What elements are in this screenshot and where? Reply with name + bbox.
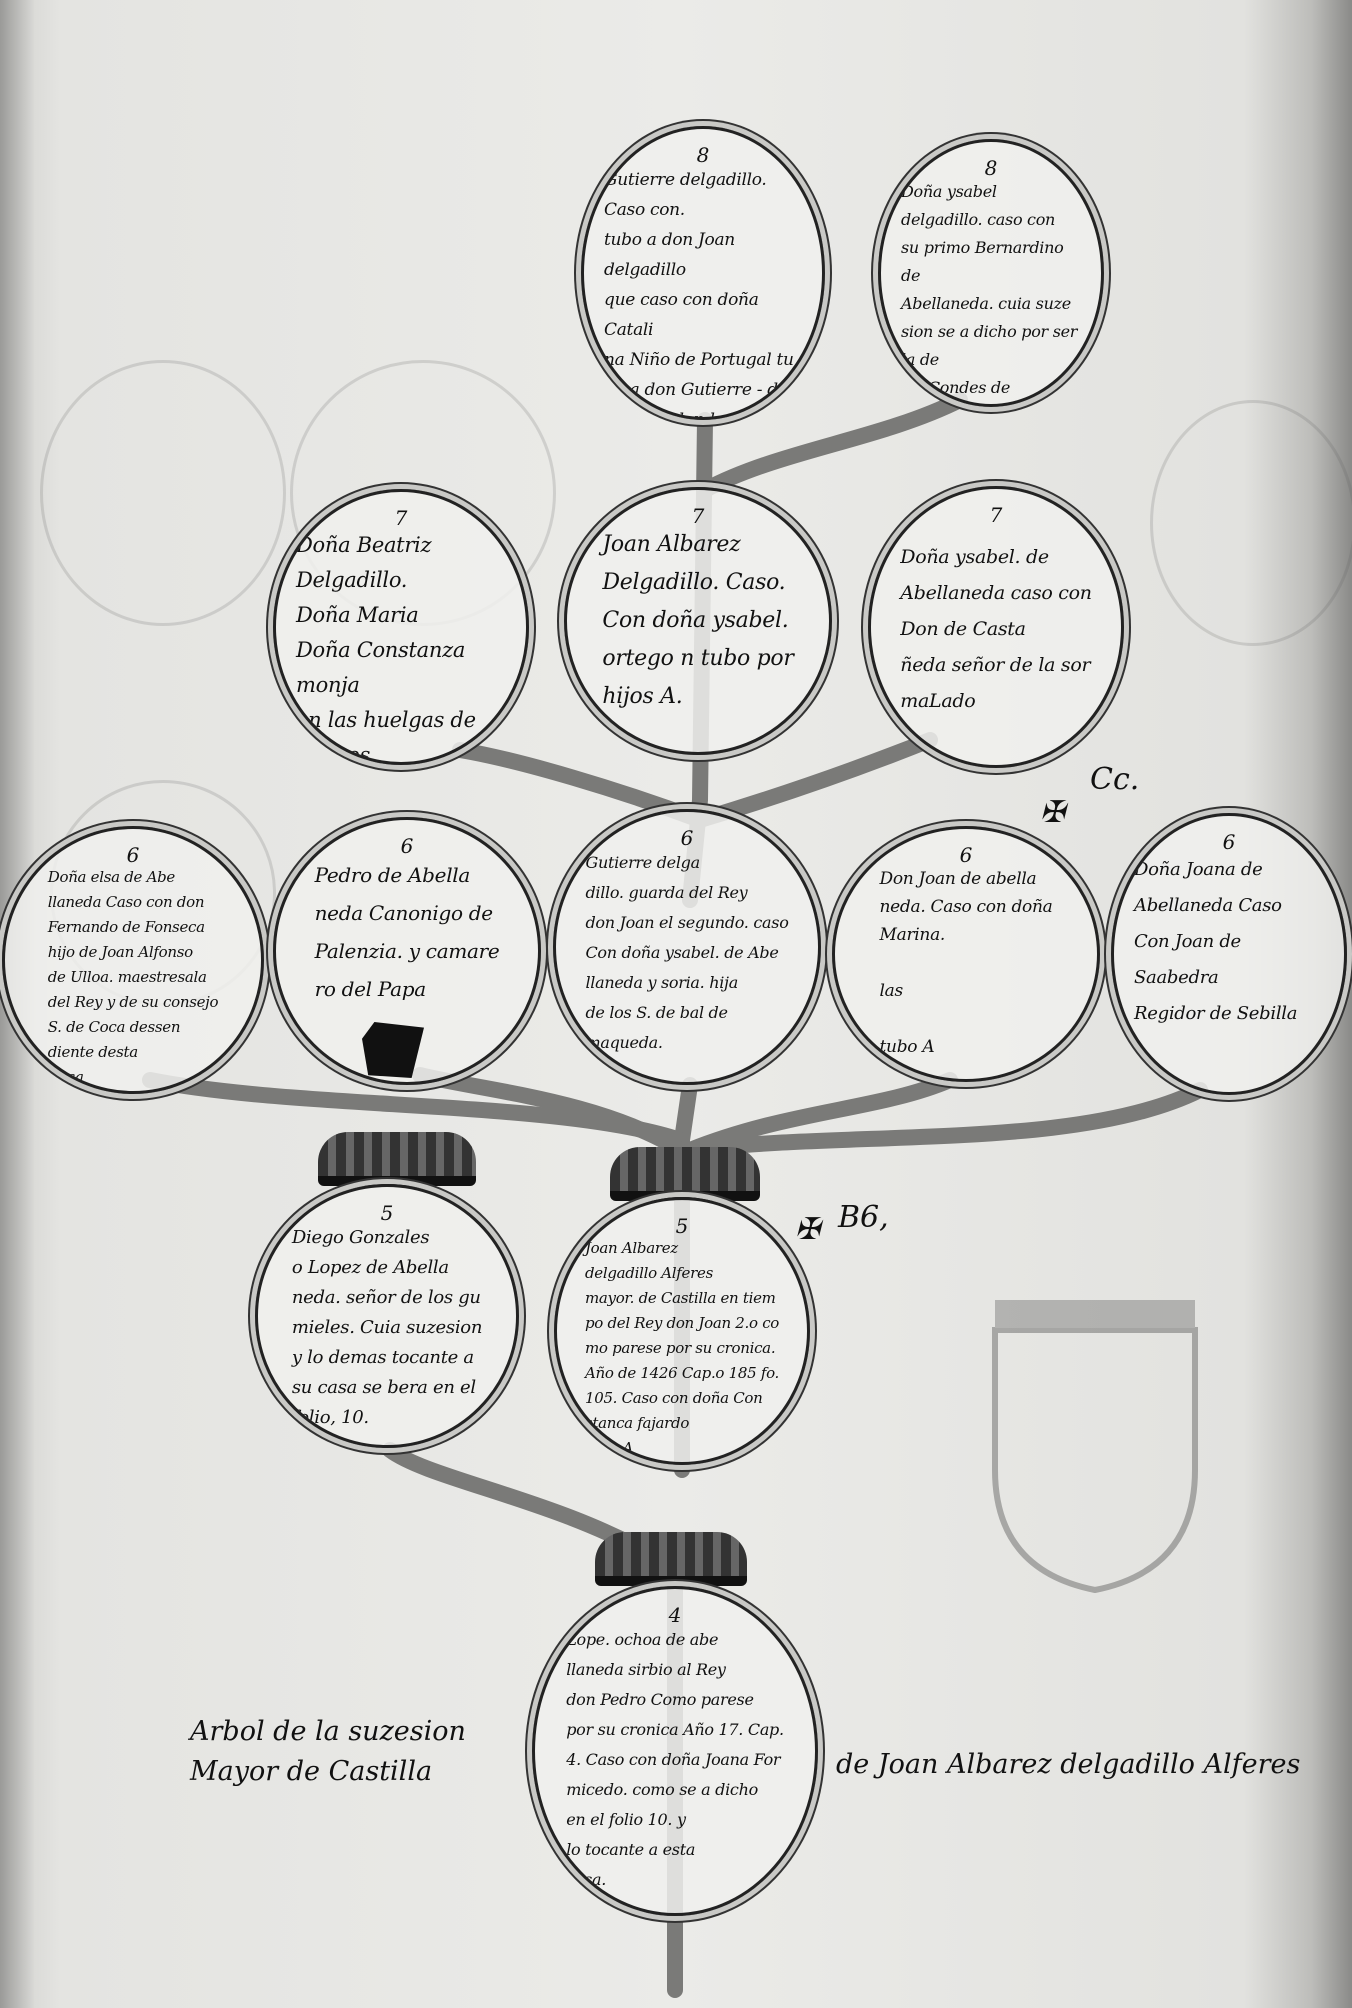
tree-title-right: de Joan Albarez delgadillo Alferes [836,1749,1301,1780]
cross-mark-icon: ✠ [1040,795,1066,830]
person-node-gen5-left: 5 Diego Gonzales o Lopez de Abella neda.… [255,1184,519,1448]
person-node-gen4: 4 Lope. ochoa de abe llaneda sirbio al R… [532,1586,818,1916]
node-text: Joan Albarez Delgadillo. Caso. Con doña … [602,532,794,709]
person-node-gen8-left: 8 Gutierre delgadillo. Caso con. tubo a … [581,126,825,420]
generation-number: 6 [1222,830,1236,854]
person-node-gen7-left: 7 Doña Beatriz Delgadillo. Doña Maria Do… [273,489,529,765]
person-node-gen7-center: 7 Joan Albarez Delgadillo. Caso. Con doñ… [564,487,832,755]
ink-blot [362,1022,424,1078]
crown-icon [610,1147,760,1201]
generation-number: 5 [675,1214,689,1238]
branch [697,392,968,498]
annotation-cc: Cc. [1090,762,1140,797]
node-text: Doña elsa de Abe llaneda Caso con don Fe… [47,868,219,1086]
branch [682,1072,958,1158]
node-text: Pedro de Abella neda Canonigo de Palenzi… [314,863,500,1001]
branch [692,732,938,828]
node-text: Doña ysabel delgadillo. caso con su prim… [901,182,1078,397]
node-text: Lope. ochoa de abe llaneda sirbio al Rey… [566,1630,784,1889]
generation-number: 7 [394,506,408,530]
generation-number: 7 [691,504,705,528]
annotation-b6: B6, [838,1200,889,1235]
tree-title-left: Arbol de la suzesion Mayor de Castilla [190,1716,466,1787]
generation-number: 6 [400,834,414,858]
node-text: Joan Albarez delgadillo Alferes mayor. d… [584,1239,780,1457]
person-node-gen5-center: 5 Joan Albarez delgadillo Alferes mayor.… [554,1197,810,1465]
person-node-gen6-e: 6 Doña Joana de Abellaneda Caso Con Joan… [1111,813,1347,1095]
ghost-circle [40,360,286,626]
node-text: Doña Joana de Abellaneda Caso Con Joan d… [1134,859,1298,1024]
node-text: Gutierre delga dillo. guarda del Rey don… [585,853,789,1052]
generation-number: 5 [380,1201,394,1225]
branch [452,742,708,828]
person-node-gen7-right: 7 Doña ysabel. de Abellaneda caso con Do… [868,486,1124,768]
node-text: Doña ysabel. de Abellaneda caso con Don … [900,546,1092,712]
branch [682,1082,1208,1158]
generation-number: 4 [668,1603,682,1627]
generation-number: 8 [984,156,998,180]
person-node-gen8-right: 8 Doña ysabel delgadillo. caso con su pr… [878,139,1104,407]
generation-number: 8 [696,143,710,167]
ghost-circle [1150,400,1352,646]
person-node-gen6-c: 6 Gutierre delga dillo. guarda del Rey d… [553,809,821,1085]
node-text: Gutierre delgadillo. Caso con. tubo a do… [604,170,799,420]
node-text: Don Joan de abella neda. Caso con doña M… [879,869,1053,1057]
coat-of-arms-shield [975,1300,1215,1600]
generation-number: 6 [959,843,973,867]
crown-icon [595,1532,747,1586]
generation-number: 7 [989,503,1003,527]
person-node-gen6-a: 6 Doña elsa de Abe llaneda Caso con don … [2,826,264,1094]
node-text: Diego Gonzales o Lopez de Abella neda. s… [291,1227,483,1428]
cross-mark-icon: ✠ [795,1212,821,1247]
generation-number: 6 [126,843,140,867]
crown-icon [318,1132,476,1186]
branch [412,1067,688,1158]
person-node-gen6-d: 6 Don Joan de abella neda. Caso con doña… [832,826,1100,1082]
generation-number: 6 [680,826,694,850]
